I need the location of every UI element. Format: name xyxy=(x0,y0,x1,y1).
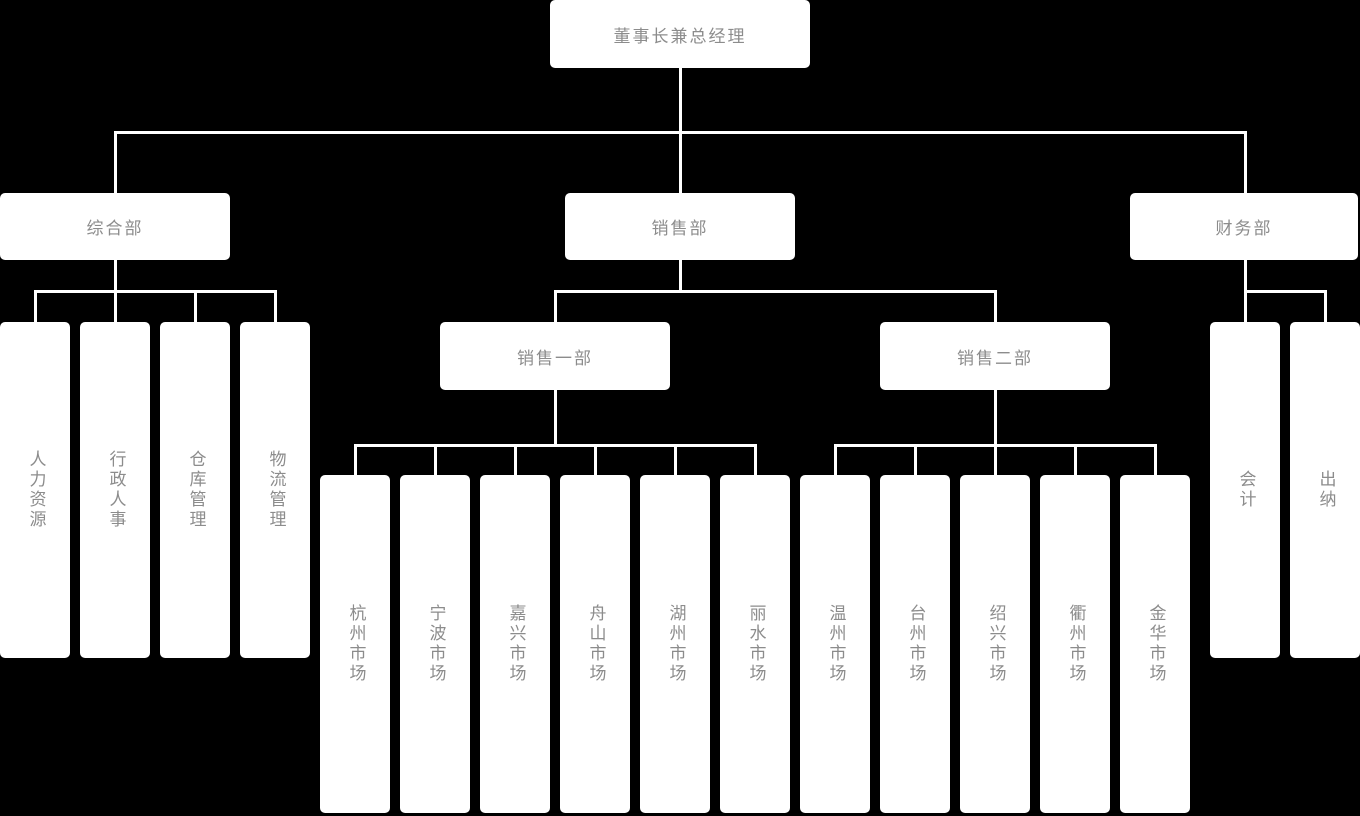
node-warehouse-mgmt[interactable]: 仓库管理 xyxy=(160,322,230,658)
connector-finance-bus xyxy=(1243,290,1327,293)
node-label: 人力资源 xyxy=(25,450,46,530)
node-market-huzhou[interactable]: 湖州市场 xyxy=(640,475,710,813)
connector-drop-sales1 xyxy=(553,290,557,322)
connector-drop-admin xyxy=(113,290,117,322)
node-label: 综合部 xyxy=(86,219,144,239)
node-label: 销售二部 xyxy=(957,348,1033,369)
node-market-ningbo[interactable]: 宁波市场 xyxy=(400,475,470,813)
node-market-zhoushan[interactable]: 舟山市场 xyxy=(560,475,630,813)
connector-drop-sales xyxy=(678,131,682,193)
connector-root-trunk xyxy=(678,68,682,134)
node-admin-personnel[interactable]: 行政人事 xyxy=(80,322,150,658)
node-cashier[interactable]: 出纳 xyxy=(1290,322,1360,658)
node-label: 销售一部 xyxy=(517,348,593,369)
node-label: 绍兴市场 xyxy=(985,604,1006,684)
node-label: 丽水市场 xyxy=(745,604,766,684)
connector-drop-general xyxy=(113,131,117,193)
connector-drop-zhoushan xyxy=(593,444,597,475)
node-label: 嘉兴市场 xyxy=(505,604,526,684)
node-label: 物流管理 xyxy=(265,450,286,530)
connector-sales2-trunk xyxy=(993,390,997,447)
connector-sales-trunk xyxy=(678,260,682,293)
connector-drop-huzhou xyxy=(673,444,677,475)
connector-drop-sales2 xyxy=(993,290,997,322)
node-label: 财务部 xyxy=(1215,219,1273,239)
node-label: 宁波市场 xyxy=(425,604,446,684)
node-market-shaoxing[interactable]: 绍兴市场 xyxy=(960,475,1030,813)
connector-drop-taizhou xyxy=(913,444,917,475)
node-market-jiaxing[interactable]: 嘉兴市场 xyxy=(480,475,550,813)
node-label: 行政人事 xyxy=(105,450,126,530)
node-label: 杭州市场 xyxy=(345,604,366,684)
connector-drop-accounting xyxy=(1243,290,1247,322)
connector-drop-ningbo xyxy=(433,444,437,475)
node-market-jinhua[interactable]: 金华市场 xyxy=(1120,475,1190,813)
connector-drop-jiaxing xyxy=(513,444,517,475)
connector-general-bus xyxy=(33,290,277,293)
connector-finance-trunk xyxy=(1243,260,1247,293)
node-market-wenzhou[interactable]: 温州市场 xyxy=(800,475,870,813)
node-label: 会计 xyxy=(1235,470,1256,510)
connector-drop-logistics xyxy=(273,290,277,322)
connector-drop-wenzhou xyxy=(833,444,837,475)
node-label: 销售部 xyxy=(651,219,709,239)
connector-drop-lishui xyxy=(753,444,757,475)
node-logistics-mgmt[interactable]: 物流管理 xyxy=(240,322,310,658)
connector-drop-warehouse xyxy=(193,290,197,322)
node-market-taizhou[interactable]: 台州市场 xyxy=(880,475,950,813)
connector-drop-hangzhou xyxy=(353,444,357,475)
connector-sales1-bus xyxy=(353,444,757,447)
node-dept-finance[interactable]: 财务部 xyxy=(1130,193,1358,260)
connector-sales-bus xyxy=(553,290,997,293)
connector-general-trunk xyxy=(113,260,117,293)
node-sales-dept-2[interactable]: 销售二部 xyxy=(880,322,1110,390)
node-label: 出纳 xyxy=(1315,470,1336,510)
node-label: 董事长兼总经理 xyxy=(613,26,747,47)
connector-drop-quzhou xyxy=(1073,444,1077,475)
node-market-hangzhou[interactable]: 杭州市场 xyxy=(320,475,390,813)
node-market-quzhou[interactable]: 衢州市场 xyxy=(1040,475,1110,813)
node-dept-sales[interactable]: 销售部 xyxy=(565,193,795,260)
node-chairman-gm[interactable]: 董事长兼总经理 xyxy=(550,0,810,68)
node-market-lishui[interactable]: 丽水市场 xyxy=(720,475,790,813)
node-label: 衢州市场 xyxy=(1065,604,1086,684)
node-sales-dept-1[interactable]: 销售一部 xyxy=(440,322,670,390)
node-label: 台州市场 xyxy=(905,604,926,684)
connector-drop-finance xyxy=(1243,131,1247,193)
node-accounting[interactable]: 会计 xyxy=(1210,322,1280,658)
connector-sales1-trunk xyxy=(553,390,557,447)
connector-drop-jinhua xyxy=(1153,444,1157,475)
node-hr[interactable]: 人力资源 xyxy=(0,322,70,658)
node-label: 舟山市场 xyxy=(585,604,606,684)
connector-drop-shaoxing xyxy=(993,444,997,475)
connector-drop-cashier xyxy=(1323,290,1327,322)
connector-drop-hr xyxy=(33,290,37,322)
node-label: 仓库管理 xyxy=(185,450,206,530)
node-dept-general[interactable]: 综合部 xyxy=(0,193,230,260)
node-label: 温州市场 xyxy=(825,604,846,684)
node-label: 金华市场 xyxy=(1145,604,1166,684)
node-label: 湖州市场 xyxy=(665,604,686,684)
